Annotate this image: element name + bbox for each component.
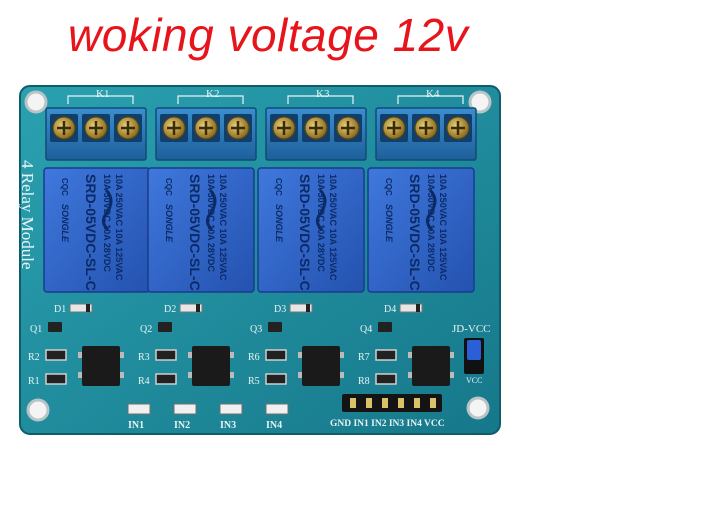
svg-text:SONGLE: SONGLE bbox=[164, 204, 174, 243]
svg-text:SONGLE: SONGLE bbox=[384, 204, 394, 243]
resistor bbox=[265, 349, 287, 361]
svg-text:R7: R7 bbox=[358, 352, 370, 363]
svg-text:D4: D4 bbox=[384, 304, 396, 315]
transistor bbox=[378, 322, 392, 332]
diode bbox=[69, 303, 93, 313]
jumper-cap bbox=[467, 340, 481, 360]
indicator-led bbox=[219, 403, 243, 415]
transistor bbox=[268, 322, 282, 332]
svg-text:IN3: IN3 bbox=[220, 420, 236, 431]
svg-text:IN2: IN2 bbox=[174, 420, 190, 431]
svg-text:SRD-05VDC-SL-C: SRD-05VDC-SL-C bbox=[297, 174, 313, 291]
svg-text:CQC: CQC bbox=[384, 178, 393, 196]
svg-text:CQC: CQC bbox=[274, 178, 283, 196]
optocoupler bbox=[302, 346, 340, 386]
header-pin bbox=[382, 398, 388, 408]
svg-text:D1: D1 bbox=[54, 304, 66, 315]
optocoupler bbox=[82, 346, 120, 386]
svg-text:CQC: CQC bbox=[164, 178, 173, 196]
header-pin bbox=[414, 398, 420, 408]
input-pin-header bbox=[342, 394, 442, 412]
caption-text: woking voltage 12v bbox=[68, 9, 469, 61]
svg-text:IN1: IN1 bbox=[128, 420, 144, 431]
brand-logo-icon bbox=[205, 188, 217, 232]
svg-text:Q3: Q3 bbox=[250, 324, 262, 335]
svg-text:SRD-05VDC-SL-C: SRD-05VDC-SL-C bbox=[187, 174, 203, 291]
header-pin bbox=[366, 398, 372, 408]
jumper-label: JD-VCC bbox=[452, 323, 491, 335]
diode bbox=[179, 303, 203, 313]
svg-text:Q4: Q4 bbox=[360, 324, 372, 335]
indicator-led bbox=[173, 403, 197, 415]
svg-text:10A 30VDC 10A 28VDC: 10A 30VDC 10A 28VDC bbox=[206, 174, 216, 272]
svg-text:Q1: Q1 bbox=[30, 324, 42, 335]
relay-body bbox=[147, 167, 255, 293]
svg-text:SONGLE: SONGLE bbox=[274, 204, 284, 243]
svg-text:R4: R4 bbox=[138, 376, 150, 387]
svg-text:CQC: CQC bbox=[60, 178, 69, 196]
mounting-holes bbox=[24, 90, 492, 422]
svg-text:R6: R6 bbox=[248, 352, 260, 363]
svg-text:SRD-05VDC-SL-C: SRD-05VDC-SL-C bbox=[83, 174, 99, 291]
resistor bbox=[375, 373, 397, 385]
svg-text:D3: D3 bbox=[274, 304, 286, 315]
transistor bbox=[158, 322, 172, 332]
resistor bbox=[45, 373, 67, 385]
terminal-label: K4 bbox=[426, 88, 440, 100]
optocoupler bbox=[412, 346, 450, 386]
relay-body bbox=[367, 167, 475, 293]
header-pin bbox=[350, 398, 356, 408]
header-pin-labels: GND IN1 IN2 IN3 IN4 VCC bbox=[330, 419, 445, 429]
svg-text:R3: R3 bbox=[138, 352, 150, 363]
header-pin bbox=[430, 398, 436, 408]
svg-text:10A 250VAC 10A 125VAC: 10A 250VAC 10A 125VAC bbox=[114, 174, 124, 281]
svg-text:10A 250VAC 10A 125VAC: 10A 250VAC 10A 125VAC bbox=[438, 174, 448, 281]
resistor bbox=[155, 349, 177, 361]
brand-logo-icon bbox=[101, 188, 113, 232]
relay-body bbox=[257, 167, 365, 293]
svg-text:10A 30VDC 10A 28VDC: 10A 30VDC 10A 28VDC bbox=[102, 174, 112, 272]
resistor bbox=[265, 373, 287, 385]
svg-text:SRD-05VDC-SL-C: SRD-05VDC-SL-C bbox=[407, 174, 423, 291]
svg-text:10A 30VDC 10A 28VDC: 10A 30VDC 10A 28VDC bbox=[426, 174, 436, 272]
svg-text:IN4: IN4 bbox=[266, 420, 282, 431]
svg-text:R5: R5 bbox=[248, 376, 260, 387]
diode bbox=[289, 303, 313, 313]
terminal-label: K3 bbox=[316, 88, 330, 100]
svg-text:R8: R8 bbox=[358, 376, 370, 387]
svg-text:D2: D2 bbox=[164, 304, 176, 315]
optocoupler bbox=[192, 346, 230, 386]
svg-text:Q2: Q2 bbox=[140, 324, 152, 335]
svg-text:10A 30VDC 10A 28VDC: 10A 30VDC 10A 28VDC bbox=[316, 174, 326, 272]
svg-text:R1: R1 bbox=[28, 376, 40, 387]
indicator-led bbox=[265, 403, 289, 415]
svg-text:SONGLE: SONGLE bbox=[60, 204, 70, 243]
terminal-label: K1 bbox=[96, 88, 109, 100]
svg-text:10A 250VAC 10A 125VAC: 10A 250VAC 10A 125VAC bbox=[218, 174, 228, 281]
indicator-led bbox=[127, 403, 151, 415]
resistor bbox=[375, 349, 397, 361]
diode bbox=[399, 303, 423, 313]
terminal-label: K2 bbox=[206, 88, 219, 100]
header-pin bbox=[398, 398, 404, 408]
jumper-vcc-label: VCC bbox=[466, 376, 482, 385]
board-title: 4 Relay Module bbox=[18, 160, 37, 270]
svg-text:10A 250VAC 10A 125VAC: 10A 250VAC 10A 125VAC bbox=[328, 174, 338, 281]
brand-logo-icon bbox=[425, 188, 437, 232]
svg-text:R2: R2 bbox=[28, 352, 40, 363]
brand-logo-icon bbox=[315, 188, 327, 232]
resistor bbox=[45, 349, 67, 361]
transistor bbox=[48, 322, 62, 332]
resistor bbox=[155, 373, 177, 385]
